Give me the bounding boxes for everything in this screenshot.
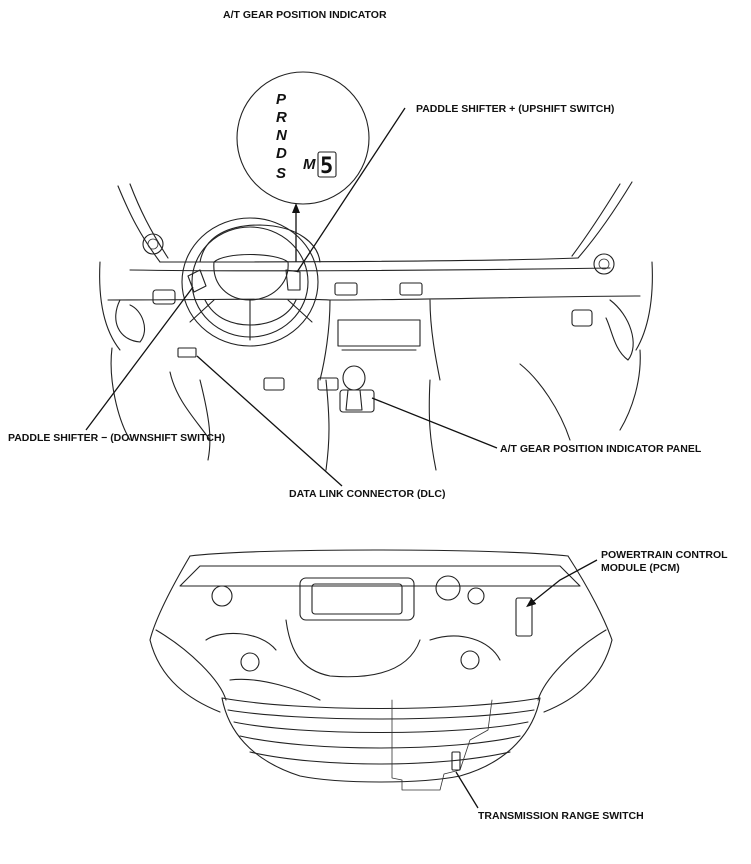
- gear-indicator-inset: P R N D S M 5: [236, 71, 370, 205]
- gear-n: N: [276, 127, 288, 144]
- dlc-label: DATA LINK CONNECTOR (DLC): [289, 488, 446, 500]
- paddle-up-label: PADDLE SHIFTER + (UPSHIFT SWITCH): [416, 103, 614, 115]
- paddle-down-leader: [85, 286, 194, 431]
- pcm-label-line2: MODULE (PCM): [601, 562, 680, 574]
- gear-p: P: [276, 91, 287, 108]
- mode-letter: M: [303, 156, 316, 173]
- paddle-down-label: PADDLE SHIFTER − (DOWNSHIFT SWITCH): [8, 432, 225, 444]
- indicator-circle: [236, 71, 370, 205]
- indicator-panel-label: A/T GEAR POSITION INDICATOR PANEL: [500, 443, 702, 455]
- gear-d: D: [276, 145, 287, 162]
- range-switch-leader: [455, 771, 479, 809]
- pcm-leader: [526, 559, 598, 608]
- pcm-label-line1: POWERTRAIN CONTROL: [601, 549, 728, 561]
- dlc-leader: [196, 355, 343, 487]
- gear-s: S: [276, 165, 286, 182]
- dashboard-illustration: [99, 181, 653, 471]
- mode-digit: 5: [320, 154, 333, 179]
- engine-bay-illustration: [149, 549, 613, 791]
- indicator-panel-leader: [371, 397, 498, 449]
- diagram-title: A/T GEAR POSITION INDICATOR: [223, 9, 387, 21]
- paddle-up-leader: [296, 107, 406, 273]
- range-switch-label: TRANSMISSION RANGE SWITCH: [478, 810, 644, 822]
- segment-display-box: [317, 151, 337, 178]
- gear-r: R: [276, 109, 287, 126]
